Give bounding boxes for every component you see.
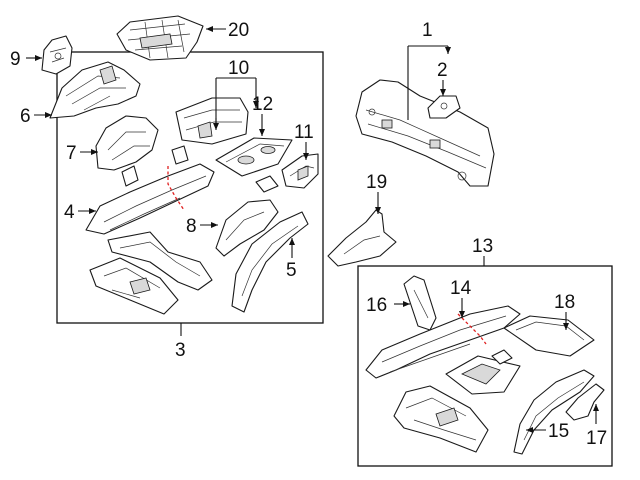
- part-7-inner-wheelhouse[interactable]: [95, 115, 159, 171]
- part-8-bracket[interactable]: [215, 199, 279, 257]
- part-clip-a: [121, 165, 139, 187]
- part-1-rear-panel[interactable]: [355, 79, 495, 187]
- callout-12[interactable]: 12: [252, 94, 273, 115]
- part-11-bracket[interactable]: [281, 153, 319, 189]
- part-clip-c: [171, 145, 189, 165]
- part-19-bracket[interactable]: [327, 209, 397, 267]
- callout-11[interactable]: 11: [294, 122, 314, 143]
- part-9-bracket[interactable]: [41, 35, 73, 75]
- part-5-rail[interactable]: [231, 211, 309, 313]
- callout-14[interactable]: 14: [450, 278, 472, 299]
- callout-19[interactable]: 19: [366, 172, 387, 193]
- part-17-bracket[interactable]: [565, 383, 605, 421]
- callout-8[interactable]: 8: [186, 216, 197, 237]
- part-2-bracket[interactable]: [427, 95, 461, 119]
- part-floor-section[interactable]: [89, 257, 179, 315]
- callout-18[interactable]: 18: [554, 292, 575, 313]
- part-clip-b: [255, 175, 279, 193]
- callout-3[interactable]: 3: [175, 340, 186, 361]
- callout-1[interactable]: 1: [422, 20, 433, 41]
- cut-line-3: [167, 166, 185, 211]
- part-12-panel[interactable]: [215, 137, 293, 177]
- callout-13[interactable]: 13: [472, 236, 493, 257]
- part-4-rail[interactable]: [85, 163, 215, 235]
- part-18-panel[interactable]: [503, 315, 595, 357]
- callout-4[interactable]: 4: [64, 202, 75, 223]
- callout-6[interactable]: 6: [20, 106, 31, 127]
- leader-1: [407, 45, 448, 120]
- callout-17[interactable]: 17: [586, 428, 607, 449]
- callout-9[interactable]: 9: [10, 49, 21, 70]
- callout-16[interactable]: 16: [366, 295, 387, 316]
- part-16-bracket[interactable]: [403, 275, 437, 331]
- part-tray[interactable]: [445, 349, 521, 395]
- part-6-wheelhouse[interactable]: [49, 61, 141, 119]
- callout-5[interactable]: 5: [286, 260, 297, 281]
- group-box-13: [357, 265, 613, 467]
- part-lower-floor[interactable]: [393, 385, 489, 453]
- callout-10[interactable]: 10: [228, 58, 249, 79]
- part-14-rail[interactable]: [365, 305, 521, 379]
- cut-line-13: [457, 313, 487, 345]
- callout-7[interactable]: 7: [66, 143, 77, 164]
- part-10-panel[interactable]: [175, 97, 249, 145]
- part-20-floor-pan[interactable]: [116, 15, 204, 61]
- part-crossmember[interactable]: [107, 231, 213, 291]
- callout-2[interactable]: 2: [437, 60, 448, 81]
- callout-20[interactable]: 20: [228, 20, 249, 41]
- callout-15[interactable]: 15: [548, 421, 569, 442]
